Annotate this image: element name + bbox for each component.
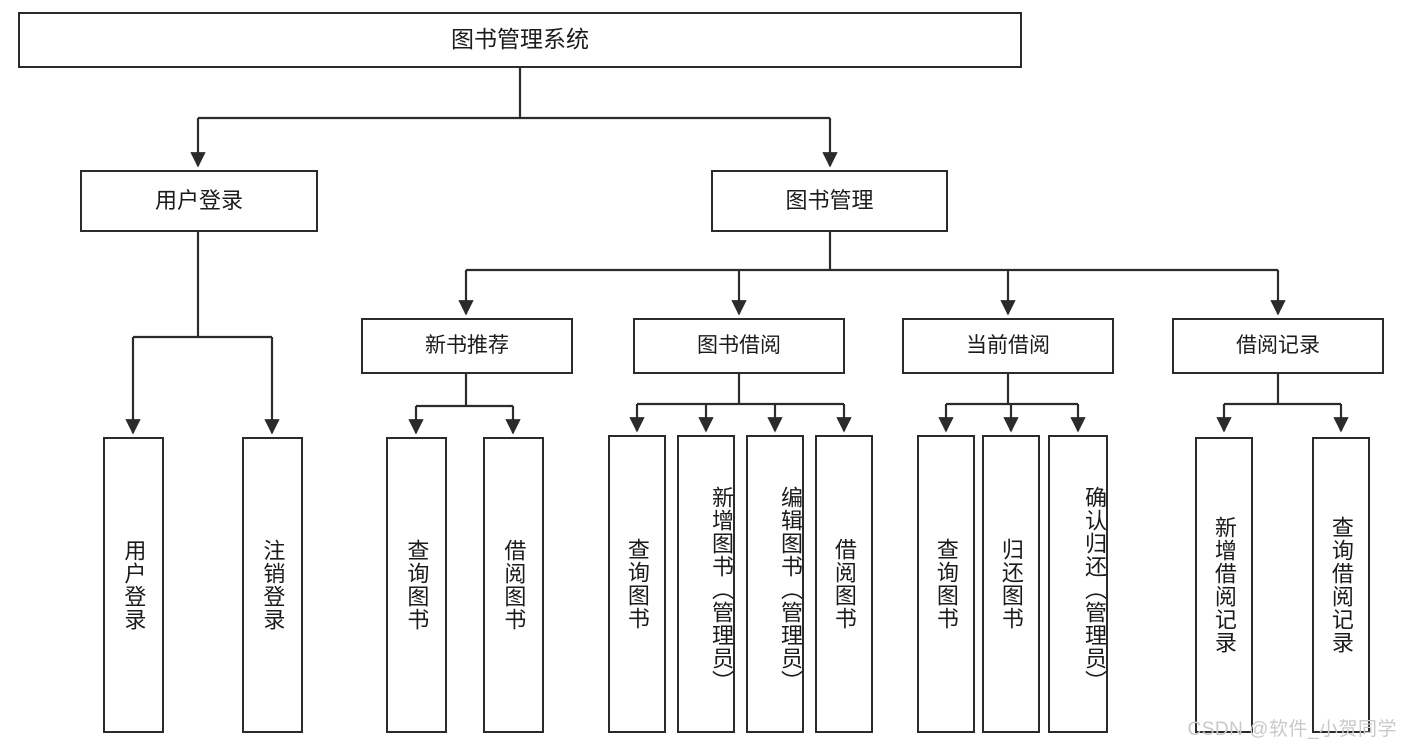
node-book-management[interactable]: 图书管理 — [711, 170, 948, 232]
leaf-label: 查询借阅记录 — [1328, 516, 1354, 654]
leaf-query-books-borrow[interactable]: 查询图书 — [608, 435, 666, 733]
leaf-user-login[interactable]: 用户登录 — [103, 437, 164, 733]
leaf-user-logout[interactable]: 注销登录 — [242, 437, 303, 733]
node-user-login[interactable]: 用户登录 — [80, 170, 318, 232]
node-label: 图书管理 — [785, 187, 874, 213]
leaf-label: 新增借阅记录 — [1211, 516, 1237, 654]
leaf-query-borrow-record[interactable]: 查询借阅记录 — [1312, 437, 1370, 733]
node-current-borrow[interactable]: 当前借阅 — [902, 318, 1114, 374]
node-root-system[interactable]: 图书管理系统 — [18, 12, 1022, 68]
leaf-label: 借阅图书 — [831, 538, 857, 630]
leaf-confirm-return-admin[interactable]: 确认归还（管理员） — [1048, 435, 1108, 733]
leaf-label: 查询图书 — [933, 538, 959, 630]
leaf-label: 新增图书（管理员） — [709, 485, 734, 693]
leaf-label: 注销登录 — [260, 539, 286, 631]
leaf-label: 用户登录 — [121, 539, 147, 631]
leaf-edit-book-admin[interactable]: 编辑图书（管理员） — [746, 435, 804, 733]
leaf-label: 查询图书 — [404, 539, 430, 631]
node-label: 新书推荐 — [425, 334, 509, 358]
leaf-return-book[interactable]: 归还图书 — [982, 435, 1040, 733]
leaf-borrow-books-recommend[interactable]: 借阅图书 — [483, 437, 544, 733]
node-label: 图书管理系统 — [451, 26, 589, 53]
node-book-borrow[interactable]: 图书借阅 — [633, 318, 845, 374]
node-label: 借阅记录 — [1236, 334, 1320, 358]
node-borrow-records[interactable]: 借阅记录 — [1172, 318, 1384, 374]
node-label: 当前借阅 — [966, 334, 1050, 358]
leaf-label: 编辑图书（管理员） — [778, 485, 803, 693]
leaf-label: 借阅图书 — [501, 539, 527, 631]
leaf-query-books-current[interactable]: 查询图书 — [917, 435, 975, 733]
node-new-book-recommend[interactable]: 新书推荐 — [361, 318, 573, 374]
leaf-add-book-admin[interactable]: 新增图书（管理员） — [677, 435, 735, 733]
node-label: 用户登录 — [154, 187, 243, 213]
leaf-label: 查询图书 — [624, 538, 650, 630]
node-label: 图书借阅 — [697, 334, 781, 358]
leaf-borrow-book[interactable]: 借阅图书 — [815, 435, 873, 733]
leaf-query-books-recommend[interactable]: 查询图书 — [386, 437, 447, 733]
leaf-label: 确认归还（管理员） — [1082, 485, 1107, 693]
watermark: CSDN @软件_小贺同学 — [1187, 719, 1397, 740]
leaf-label: 归还图书 — [998, 538, 1024, 630]
leaf-add-borrow-record[interactable]: 新增借阅记录 — [1195, 437, 1253, 733]
